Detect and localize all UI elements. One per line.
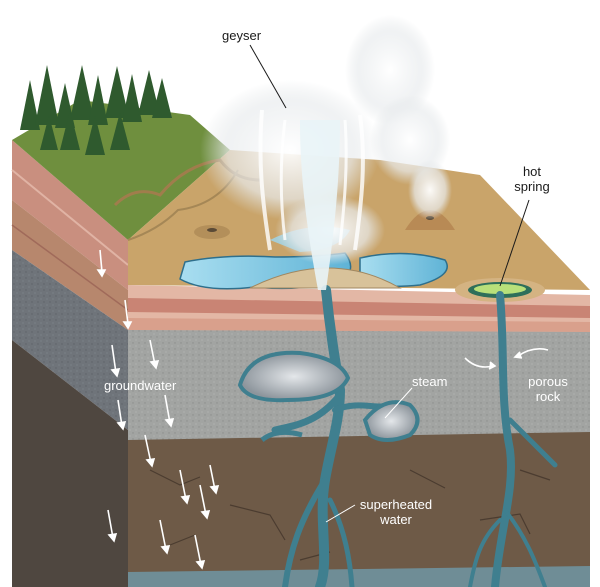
hot-spring: [455, 278, 545, 302]
label-hot-spring-line2: spring: [514, 179, 550, 194]
forest: [20, 65, 172, 155]
porous-rock-arrows: [464, 348, 549, 370]
label-geyser: geyser: [222, 28, 262, 43]
label-hot-spring: hot spring: [512, 164, 552, 194]
label-porous-rock: porous rock: [525, 374, 571, 404]
steam-pockets: [237, 350, 420, 443]
block-left-face: [11, 140, 129, 587]
label-superheated-line2: water: [380, 512, 412, 527]
fumarole-steam: [345, 15, 452, 220]
label-superheated-water: superheated water: [356, 497, 436, 527]
label-steam: steam: [412, 374, 448, 389]
label-porous-rock-line2: rock: [535, 389, 561, 404]
leader-lines: [249, 44, 530, 287]
hot-spring-conduit: [468, 291, 558, 587]
geyser-plume: [200, 80, 385, 290]
label-superheated-line1: superheated: [359, 497, 433, 512]
front-face-strata: [128, 285, 590, 587]
label-porous-rock-line1: porous: [528, 374, 568, 389]
groundwater-arrows: [96, 249, 220, 570]
label-groundwater: groundwater: [104, 378, 177, 393]
leader-lines-light: [325, 387, 413, 523]
label-hot-spring-line1: hot: [522, 164, 542, 179]
